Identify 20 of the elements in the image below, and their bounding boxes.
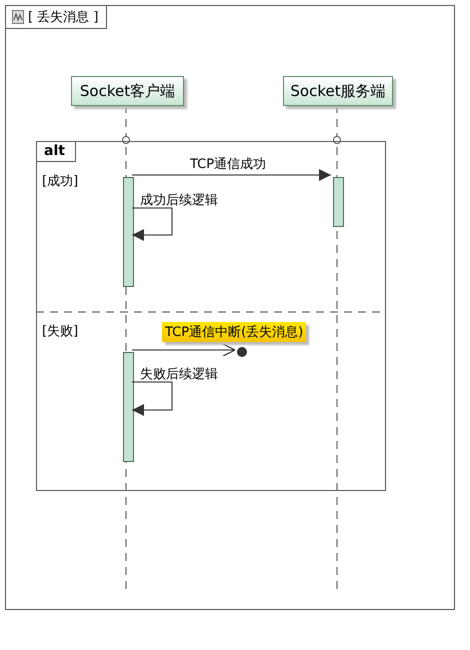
guard-condition: [失败] [42,323,78,340]
edge-label: 失败后续逻辑 [140,366,218,383]
fragment-box [36,141,386,491]
frame-title: [ 丢失消息 ] [28,9,98,26]
fragment-operator-tab: alt [37,142,76,162]
participant-box: Socket客户端 [71,76,184,106]
message-arrow [132,343,236,357]
message-arrow [132,169,332,181]
self-message-arrow [132,382,172,416]
frame-box [5,5,455,610]
edge-label: 成功后续逻辑 [140,192,218,209]
guard-condition: [成功] [42,173,78,190]
participant-box: Socket服务端 [283,76,393,106]
activation-bar [123,177,134,287]
self-message-arrow [132,208,172,241]
activation-bar [333,177,344,227]
edge-label: TCP通信中断(丢失消息) [162,322,306,342]
lost-message-dot [237,347,247,357]
activation-bar [123,352,134,462]
edge-label: TCP通信成功 [190,156,266,173]
